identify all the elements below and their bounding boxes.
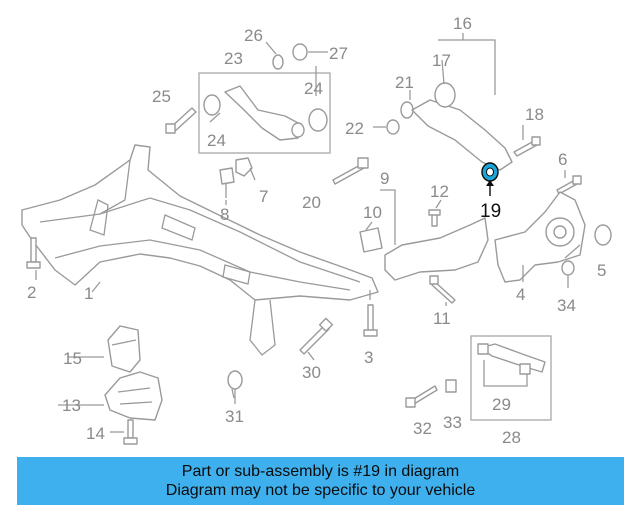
callout-24a: 24 [304, 79, 323, 98]
banner-line-1: Part or sub-assembly is #19 in diagram [181, 463, 460, 480]
bolt-32 [405, 385, 438, 408]
callout-10: 10 [363, 203, 382, 222]
bolt-18 [513, 136, 541, 157]
bushing-5 [594, 224, 612, 246]
callout-1: 1 [84, 284, 93, 303]
callout-3: 3 [364, 348, 373, 367]
bracket-13 [104, 371, 163, 421]
callout-22: 22 [345, 119, 364, 138]
callout-11: 11 [433, 309, 451, 328]
callout-32: 32 [413, 419, 432, 438]
callout-29: 29 [492, 395, 511, 414]
bolt-2 [26, 237, 41, 269]
callout-21: 21 [395, 73, 414, 92]
bushing-27 [292, 43, 328, 61]
nut-8 [219, 167, 235, 198]
bolt-20 [332, 157, 369, 185]
bushing-22 [373, 119, 400, 135]
bolt-12 [428, 209, 441, 227]
callout-30: 30 [302, 363, 321, 382]
callout-15: 15 [63, 349, 82, 368]
callout-5: 5 [597, 261, 606, 280]
washer-31 [227, 370, 243, 404]
callout-34: 34 [557, 296, 576, 315]
bolt-6 [556, 175, 582, 195]
trailing-arm-9 [359, 189, 489, 281]
callout-13: 13 [62, 396, 81, 415]
assembly-box-28 [470, 335, 552, 421]
mount-15 [107, 325, 141, 373]
callout-numbers: 1 2 3 4 5 6 7 8 9 10 11 12 13 14 15 16 1… [27, 14, 606, 447]
callout-25: 25 [152, 87, 171, 106]
bolt-3 [363, 290, 378, 337]
callout-17: 17 [432, 51, 451, 70]
banner-line-2: Diagram may not be specific to your vehi… [165, 482, 476, 499]
info-banner: Part or sub-assembly is #19 in diagram D… [17, 457, 624, 505]
clip-33 [445, 379, 457, 393]
washer-26 [272, 54, 284, 70]
callout-24b: 24 [207, 131, 226, 150]
callout-28: 28 [502, 428, 521, 447]
clip-7 [235, 157, 253, 177]
callout-20: 20 [302, 193, 321, 212]
callout-9: 9 [380, 169, 389, 188]
callout-33: 33 [443, 413, 462, 432]
subframe [21, 144, 379, 356]
callout-16: 16 [453, 14, 472, 33]
bolt-14 [123, 419, 138, 445]
callout-2: 2 [27, 283, 36, 302]
callout-31: 31 [225, 407, 244, 426]
bushing-34 [561, 260, 575, 288]
nut-19-highlighted [481, 162, 499, 196]
callout-4: 4 [516, 285, 525, 304]
callout-19: 19 [480, 201, 501, 222]
callout-6: 6 [558, 150, 567, 169]
callout-8: 8 [220, 205, 229, 224]
callout-12: 12 [430, 182, 449, 201]
assembly-box-23 [198, 72, 331, 154]
callout-14: 14 [86, 424, 105, 443]
callout-23: 23 [224, 49, 243, 68]
callout-26: 26 [244, 26, 263, 45]
control-arm-16 [411, 33, 513, 171]
callout-7: 7 [259, 187, 268, 206]
parts-diagram: 1 2 3 4 5 6 7 8 9 10 11 12 13 14 15 16 1… [21, 14, 612, 447]
leader-lines [35, 41, 581, 433]
knuckle-4 [494, 191, 586, 283]
bolt-11 [429, 275, 456, 304]
callout-18: 18 [525, 105, 544, 124]
bolt-30 [299, 317, 334, 355]
callout-27: 27 [329, 44, 348, 63]
bolt-25 [165, 107, 197, 134]
washer-21 [400, 101, 414, 119]
